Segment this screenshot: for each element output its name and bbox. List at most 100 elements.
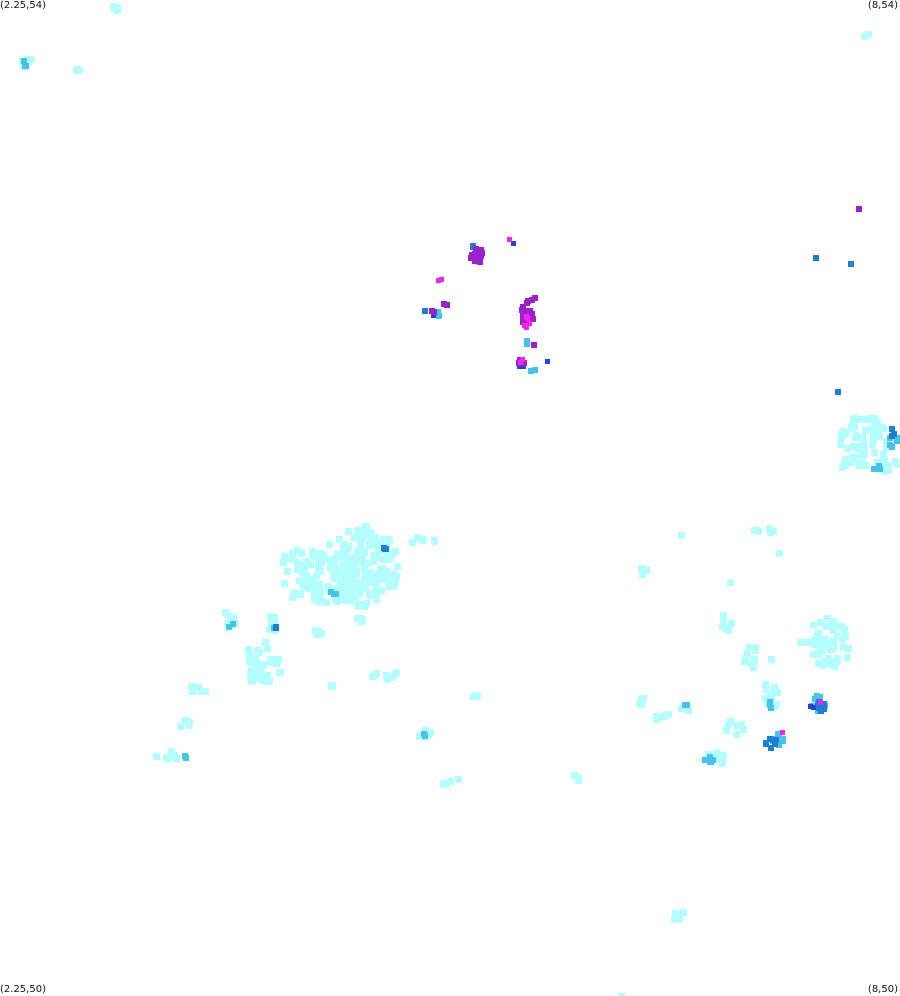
echo-pixel: [575, 774, 582, 781]
echo-pixel: [518, 360, 523, 365]
echo-pixel: [311, 553, 318, 560]
echo-pixel: [476, 250, 482, 256]
echo-pixel: [350, 566, 357, 573]
echo-pixel: [309, 548, 316, 555]
echo-pixel: [275, 656, 282, 663]
echo-pixel: [291, 589, 298, 596]
echo-pixel: [876, 463, 882, 469]
echo-pixel: [328, 589, 334, 595]
echo-pixel: [264, 645, 271, 652]
echo-pixel: [831, 663, 838, 670]
echo-pixel: [389, 573, 396, 580]
echo-pixel: [294, 547, 301, 554]
echo-pixel: [409, 539, 416, 546]
echo-pixel: [772, 741, 778, 747]
echo-pixel: [780, 730, 785, 735]
echo-pixel: [436, 278, 441, 283]
echo-pixel: [324, 583, 331, 590]
echo-pixel: [639, 571, 646, 578]
echo-pixel: [267, 613, 274, 620]
echo-pixel: [752, 644, 759, 651]
echo-pixel: [299, 569, 306, 576]
echo-pixel: [653, 716, 660, 723]
echo-pixel: [830, 627, 837, 634]
echo-pixel: [327, 558, 334, 565]
echo-pixel: [520, 357, 525, 362]
echo-pixel: [530, 316, 536, 322]
echo-pixel: [377, 566, 384, 573]
echo-pixel: [359, 616, 366, 623]
echo-pixel: [811, 641, 818, 648]
echo-pixel: [848, 261, 854, 267]
echo-pixel: [821, 701, 827, 707]
echo-pixel: [298, 550, 305, 557]
echo-pixel: [416, 733, 423, 740]
echo-pixel: [889, 444, 895, 450]
echo-pixel: [671, 916, 678, 923]
echo-pixel: [21, 58, 27, 64]
echo-pixel: [303, 572, 310, 579]
echo-pixel: [385, 536, 392, 543]
echo-pixel: [260, 672, 267, 679]
echo-pixel: [331, 559, 338, 566]
echo-pixel: [444, 302, 450, 308]
echo-pixel: [816, 649, 823, 656]
echo-pixel: [361, 549, 368, 556]
corner-label-top-right: (8,54): [867, 0, 898, 11]
echo-pixel: [748, 660, 755, 667]
echo-pixel: [422, 727, 429, 734]
echo-pixel: [830, 645, 837, 652]
echo-pixel: [343, 567, 350, 574]
echo-pixel: [358, 585, 365, 592]
echo-pixel: [447, 778, 454, 785]
echo-pixel: [773, 701, 780, 708]
echo-pixel: [366, 571, 373, 578]
echo-pixel: [226, 624, 232, 630]
echo-pixel: [351, 553, 358, 560]
echo-pixel: [372, 589, 379, 596]
echo-pixel: [294, 559, 301, 566]
echo-pixel: [856, 462, 863, 469]
echo-pixel: [330, 567, 337, 574]
echo-pixel: [342, 546, 349, 553]
echo-pixel: [422, 308, 428, 314]
echo-pixel: [718, 758, 725, 765]
echo-pixel: [733, 731, 740, 738]
echo-pixel: [850, 443, 857, 450]
echo-pixel: [375, 570, 382, 577]
echo-pixel: [256, 649, 263, 656]
echo-pixel: [198, 688, 205, 695]
echo-pixel: [851, 423, 858, 430]
echo-pixel: [892, 458, 899, 465]
echo-pixel: [414, 534, 421, 541]
echo-pixel: [170, 752, 177, 759]
echo-pixel: [347, 590, 354, 597]
echo-pixel: [854, 454, 861, 461]
echo-pixel: [362, 585, 369, 592]
echo-pixel: [350, 571, 357, 578]
echo-pixel: [874, 459, 881, 466]
echo-pixel: [419, 536, 426, 543]
echo-pixel: [294, 566, 301, 573]
echo-pixel: [844, 654, 851, 661]
echo-pixel: [431, 309, 437, 315]
echo-pixel: [830, 638, 837, 645]
echo-pixel: [354, 615, 361, 622]
echo-pixel: [350, 557, 357, 564]
echo-pixel: [202, 688, 209, 695]
echo-pixel: [860, 452, 867, 459]
echo-pixel: [284, 568, 291, 575]
echo-pixel: [353, 587, 360, 594]
echo-pixel: [871, 449, 878, 456]
echo-pixel: [753, 527, 760, 534]
echo-pixel: [363, 600, 370, 607]
echo-pixel: [354, 527, 361, 534]
echo-pixel: [189, 688, 196, 695]
echo-pixel: [153, 753, 160, 760]
echo-pixel: [883, 438, 890, 445]
echo-pixel: [331, 573, 338, 580]
echo-pixel: [861, 33, 868, 40]
echo-pixel: [640, 695, 647, 702]
echo-pixel: [301, 564, 308, 571]
echo-pixel: [256, 661, 263, 668]
